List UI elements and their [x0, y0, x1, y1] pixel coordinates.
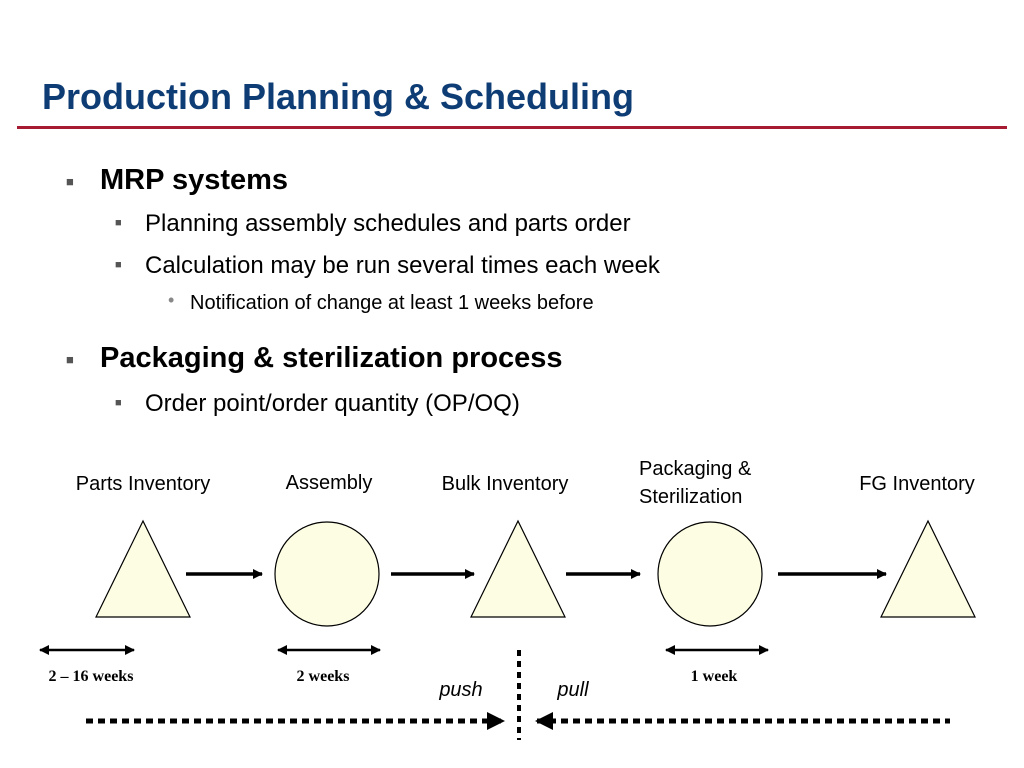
push-label: push [438, 679, 482, 701]
duration-label-packaging: 1 week [691, 668, 738, 685]
square-bullet-icon: ■ [66, 352, 74, 367]
bullet-text: Order point/order quantity (OP/OQ) [145, 390, 520, 417]
duration-label-assembly: 2 weeks [297, 668, 350, 685]
bullet-notification: • Notification of change at least 1 week… [168, 290, 594, 315]
node-label-assembly: Assembly [286, 472, 373, 494]
bullet-calculation: ■ Calculation may be run several times e… [115, 252, 660, 280]
square-bullet-icon: ■ [115, 397, 122, 409]
node-label-bulk-inventory: Bulk Inventory [442, 473, 569, 495]
circle-packaging-sterilization [657, 521, 763, 627]
bullet-mrp-systems: ■ MRP systems [66, 164, 289, 197]
bullet-text: Calculation may be run several times eac… [145, 252, 660, 279]
triangle-fg-inventory [880, 519, 976, 618]
square-bullet-icon: ■ [66, 174, 74, 189]
square-bullet-icon: ■ [115, 217, 122, 229]
bullet-planning-assembly: ■ Planning assembly schedules and parts … [115, 210, 631, 238]
square-bullet-icon: ■ [115, 259, 122, 271]
bullet-text: Notification of change at least 1 weeks … [190, 292, 594, 314]
duration-label-parts: 2 – 16 weeks [49, 668, 134, 685]
node-label-packaging-line1: Packaging & [639, 458, 752, 480]
bullet-text: MRP systems [100, 164, 289, 196]
node-label-fg-inventory: FG Inventory [859, 473, 975, 495]
node-label-packaging-line2: Sterilization [639, 486, 742, 508]
circle-assembly [274, 521, 380, 627]
pull-label: pull [556, 679, 589, 701]
triangle-bulk-inventory [470, 519, 566, 618]
bullet-op-oq: ■ Order point/order quantity (OP/OQ) [115, 390, 520, 418]
page-title: Production Planning & Scheduling [42, 76, 634, 117]
triangle-parts-inventory [95, 519, 191, 618]
bullet-text: Planning assembly schedules and parts or… [145, 210, 631, 237]
node-label-parts-inventory: Parts Inventory [76, 473, 211, 495]
dot-bullet-icon: • [168, 290, 175, 310]
bullet-text: Packaging & sterilization process [100, 342, 563, 374]
bullet-packaging-process: ■ Packaging & sterilization process [66, 342, 563, 375]
title-divider [17, 126, 1007, 129]
